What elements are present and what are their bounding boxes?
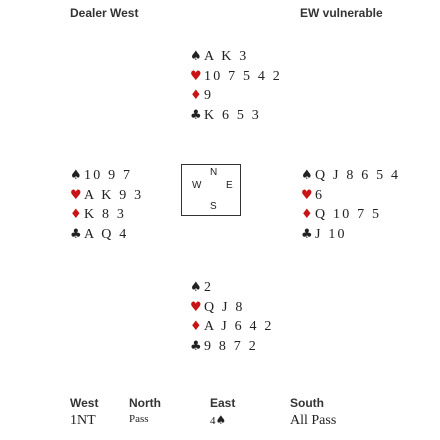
auction-bid-west: 1NT [70, 413, 96, 428]
spade-icon: ♠ [215, 413, 227, 427]
south-clubs: 9 8 7 2 [204, 338, 258, 354]
auction-column-west: West 1NT [70, 396, 98, 433]
west-hand: ♠10 9 7 ♥A K 9 3 ♦K 8 3 ♣A Q 4 [70, 166, 143, 244]
south-clubs-row: ♣9 8 7 2 [190, 337, 274, 357]
west-diamonds-row: ♦K 8 3 [70, 205, 143, 225]
north-diamonds-row: ♦9 [190, 86, 282, 106]
diamond-icon: ♦ [190, 88, 202, 103]
spade-icon: ♠ [301, 168, 313, 183]
compass-box: N W E S [181, 164, 241, 216]
north-spades: A K 3 [204, 49, 249, 64]
spade-icon: ♠ [190, 280, 202, 295]
club-icon: ♣ [70, 226, 82, 242]
spade-icon: ♠ [70, 168, 82, 183]
south-diamonds-row: ♦A J 6 4 2 [190, 317, 274, 337]
vulnerability-label: EW vulnerable [300, 6, 383, 20]
auction-column-south: South All Pass [290, 396, 336, 433]
club-icon: ♣ [190, 338, 202, 354]
east-diamonds: Q 10 7 5 [315, 207, 382, 222]
auction-bid-south: All Pass [290, 413, 337, 428]
heart-icon: ♥ [190, 68, 202, 84]
compass-south: S [210, 201, 217, 212]
east-hearts: 6 [315, 187, 325, 203]
auction-bid-north: Pass [129, 413, 149, 425]
compass-west: W [192, 180, 202, 191]
north-hearts-row: ♥10 7 5 4 2 [190, 67, 282, 87]
west-spades-row: ♠10 9 7 [70, 166, 143, 186]
auction-bid-east-level: 4 [210, 415, 216, 427]
south-hearts: Q J 8 [204, 299, 245, 315]
south-hand: ♠2 ♥Q J 8 ♦A J 6 4 2 ♣9 8 7 2 [190, 278, 274, 356]
north-clubs-row: ♣K 6 5 3 [190, 106, 282, 126]
diamond-icon: ♦ [301, 207, 313, 222]
club-icon: ♣ [190, 107, 202, 123]
north-hand: ♠A K 3 ♥10 7 5 4 2 ♦9 ♣K 6 5 3 [190, 47, 282, 125]
auction-header-east: East [210, 396, 236, 410]
diamond-icon: ♦ [190, 319, 202, 334]
south-diamonds: A J 6 4 2 [204, 319, 274, 334]
auction-header-south: South [290, 396, 324, 410]
auction-column-north: North Pass [129, 396, 161, 433]
west-spades: 10 9 7 [84, 168, 133, 183]
north-diamonds: 9 [204, 88, 214, 103]
west-hearts-row: ♥A K 9 3 [70, 186, 143, 206]
west-hearts: A K 9 3 [84, 187, 144, 203]
spade-icon: ♠ [190, 49, 202, 64]
auction-bid-east: 4♠ [210, 413, 235, 433]
diamond-icon: ♦ [70, 207, 82, 222]
heart-icon: ♥ [301, 187, 313, 203]
south-spades-row: ♠2 [190, 278, 274, 298]
north-hearts: 10 7 5 4 2 [204, 68, 282, 84]
south-spades: 2 [204, 280, 214, 295]
west-clubs: A Q 4 [84, 226, 129, 242]
club-icon: ♣ [301, 226, 313, 242]
west-clubs-row: ♣A Q 4 [70, 225, 143, 245]
heart-icon: ♥ [70, 187, 82, 203]
east-clubs: J 10 [315, 226, 347, 242]
north-spades-row: ♠A K 3 [190, 47, 282, 67]
east-spades: Q J 8 6 5 4 [315, 168, 401, 183]
dealer-label: Dealer West [70, 6, 139, 20]
auction-header-west: West [70, 396, 99, 410]
east-hand: ♠Q J 8 6 5 4 ♥6 ♦Q 10 7 5 ♣J 10 [301, 166, 400, 244]
compass-east: E [226, 180, 233, 191]
north-clubs: K 6 5 3 [204, 107, 262, 123]
auction-column-east: East 4♠ [210, 396, 235, 433]
west-diamonds: K 8 3 [84, 207, 127, 222]
east-clubs-row: ♣J 10 [301, 225, 400, 245]
compass-north: N [210, 167, 218, 178]
east-hearts-row: ♥6 [301, 186, 400, 206]
east-spades-row: ♠Q J 8 6 5 4 [301, 166, 400, 186]
heart-icon: ♥ [190, 299, 202, 315]
south-hearts-row: ♥Q J 8 [190, 298, 274, 318]
east-diamonds-row: ♦Q 10 7 5 [301, 205, 400, 225]
auction-header-north: North [129, 396, 161, 410]
